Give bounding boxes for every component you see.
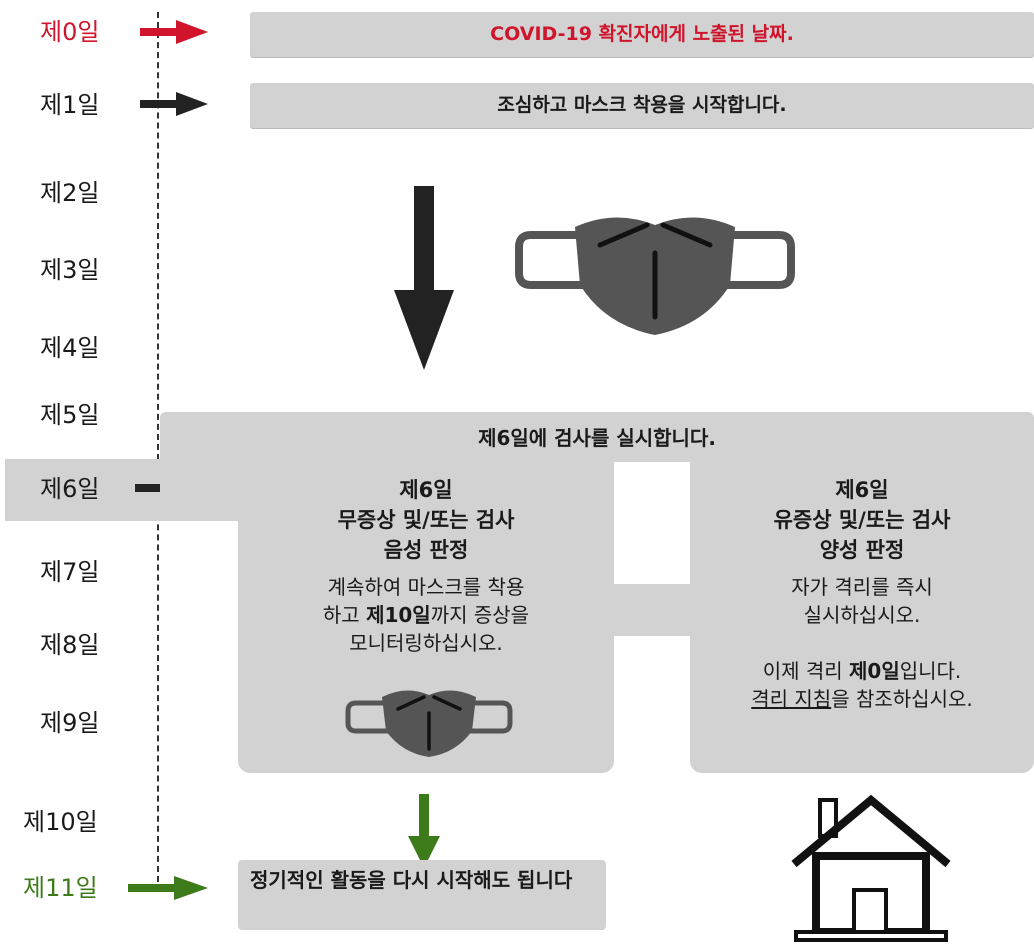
negative-body-line1: 계속하여 마스크를 착용 xyxy=(327,575,525,599)
positive-head-result: 양성 판정 xyxy=(819,538,905,562)
positive-body-line2: 실시하십시오. xyxy=(803,603,921,627)
positive-body-line3a: 이제 격리 xyxy=(762,659,850,683)
banner-mask-start: 조심하고 마스크 착용을 시작합니다. xyxy=(250,83,1034,128)
banner-exposed-text: COVID-19 확진자에게 노출된 날짜. xyxy=(490,23,794,45)
day-label-5: 제5일 xyxy=(40,401,100,429)
banner-exposed: COVID-19 확진자에게 노출된 날짜. xyxy=(250,12,1034,57)
negative-head-day: 제6일 xyxy=(399,478,453,502)
positive-head-day: 제6일 xyxy=(835,478,889,502)
day-label-8: 제8일 xyxy=(40,631,100,659)
positive-body-line4b: 을 참조하십시오. xyxy=(831,687,973,711)
day-label-9: 제9일 xyxy=(40,709,100,737)
negative-head-symptoms: 무증상 및/또는 검사 xyxy=(337,508,515,532)
test-day-region xyxy=(160,412,1034,462)
day-label-6: 제6일 xyxy=(40,475,100,503)
banner-resume-text: 정기적인 활동을 다시 시작해도 됩니다 xyxy=(250,868,573,892)
face-mask-icon xyxy=(515,217,795,335)
arrow-right-icon xyxy=(140,20,208,44)
test-day-left-fill xyxy=(160,455,240,521)
negative-body-line2c: 까지 증상을 xyxy=(430,603,530,627)
house-icon xyxy=(791,794,951,942)
positive-head-symptoms: 유증상 및/또는 검사 xyxy=(773,508,951,532)
day-label-2: 제2일 xyxy=(40,179,100,207)
positive-body-line3c: 입니다. xyxy=(899,659,962,683)
day-label-10: 제10일 xyxy=(23,808,98,836)
face-mask-icon xyxy=(345,690,513,757)
day-label-7: 제7일 xyxy=(40,558,100,586)
arrow-down-icon xyxy=(408,794,440,868)
isolation-guidance-link[interactable]: 격리 지침 xyxy=(751,687,832,711)
arrow-right-icon xyxy=(140,92,208,116)
banner-mask-start-text: 조심하고 마스크 착용을 시작합니다. xyxy=(497,94,787,116)
negative-body-line3: 모니터링하십시오. xyxy=(349,631,503,655)
day-label-4: 제4일 xyxy=(40,334,100,362)
positive-body-day0: 제0일 xyxy=(849,659,900,683)
day-label-0: 제0일 xyxy=(40,18,100,46)
negative-body-line2: 하고 제10일까지 증상을 xyxy=(238,601,614,629)
positive-body-line4: 격리 지침을 참조하십시오. xyxy=(690,685,1034,713)
day-label-1: 제1일 xyxy=(40,91,100,119)
positive-body-line3: 이제 격리 제0일입니다. xyxy=(690,657,1034,685)
positive-body-line1: 자가 격리를 즉시 xyxy=(791,575,933,599)
timeline-dashed-line xyxy=(157,12,159,882)
arrow-right-icon xyxy=(128,876,208,900)
negative-head-result: 음성 판정 xyxy=(383,538,469,562)
positive-result-card: 제6일 유증상 및/또는 검사 양성 판정 자가 격리를 즉시 실시하십시오. … xyxy=(690,455,1034,773)
test-day-title: 제6일에 검사를 실시합니다. xyxy=(478,426,716,450)
day-label-3: 제3일 xyxy=(40,256,100,284)
banner-resume xyxy=(238,860,606,930)
negative-body-line2a: 하고 xyxy=(322,603,367,627)
arrow-down-icon xyxy=(394,186,454,370)
negative-body-day10: 제10일 xyxy=(366,603,431,627)
cards-connector xyxy=(612,584,692,636)
day-label-11: 제11일 xyxy=(23,874,98,902)
